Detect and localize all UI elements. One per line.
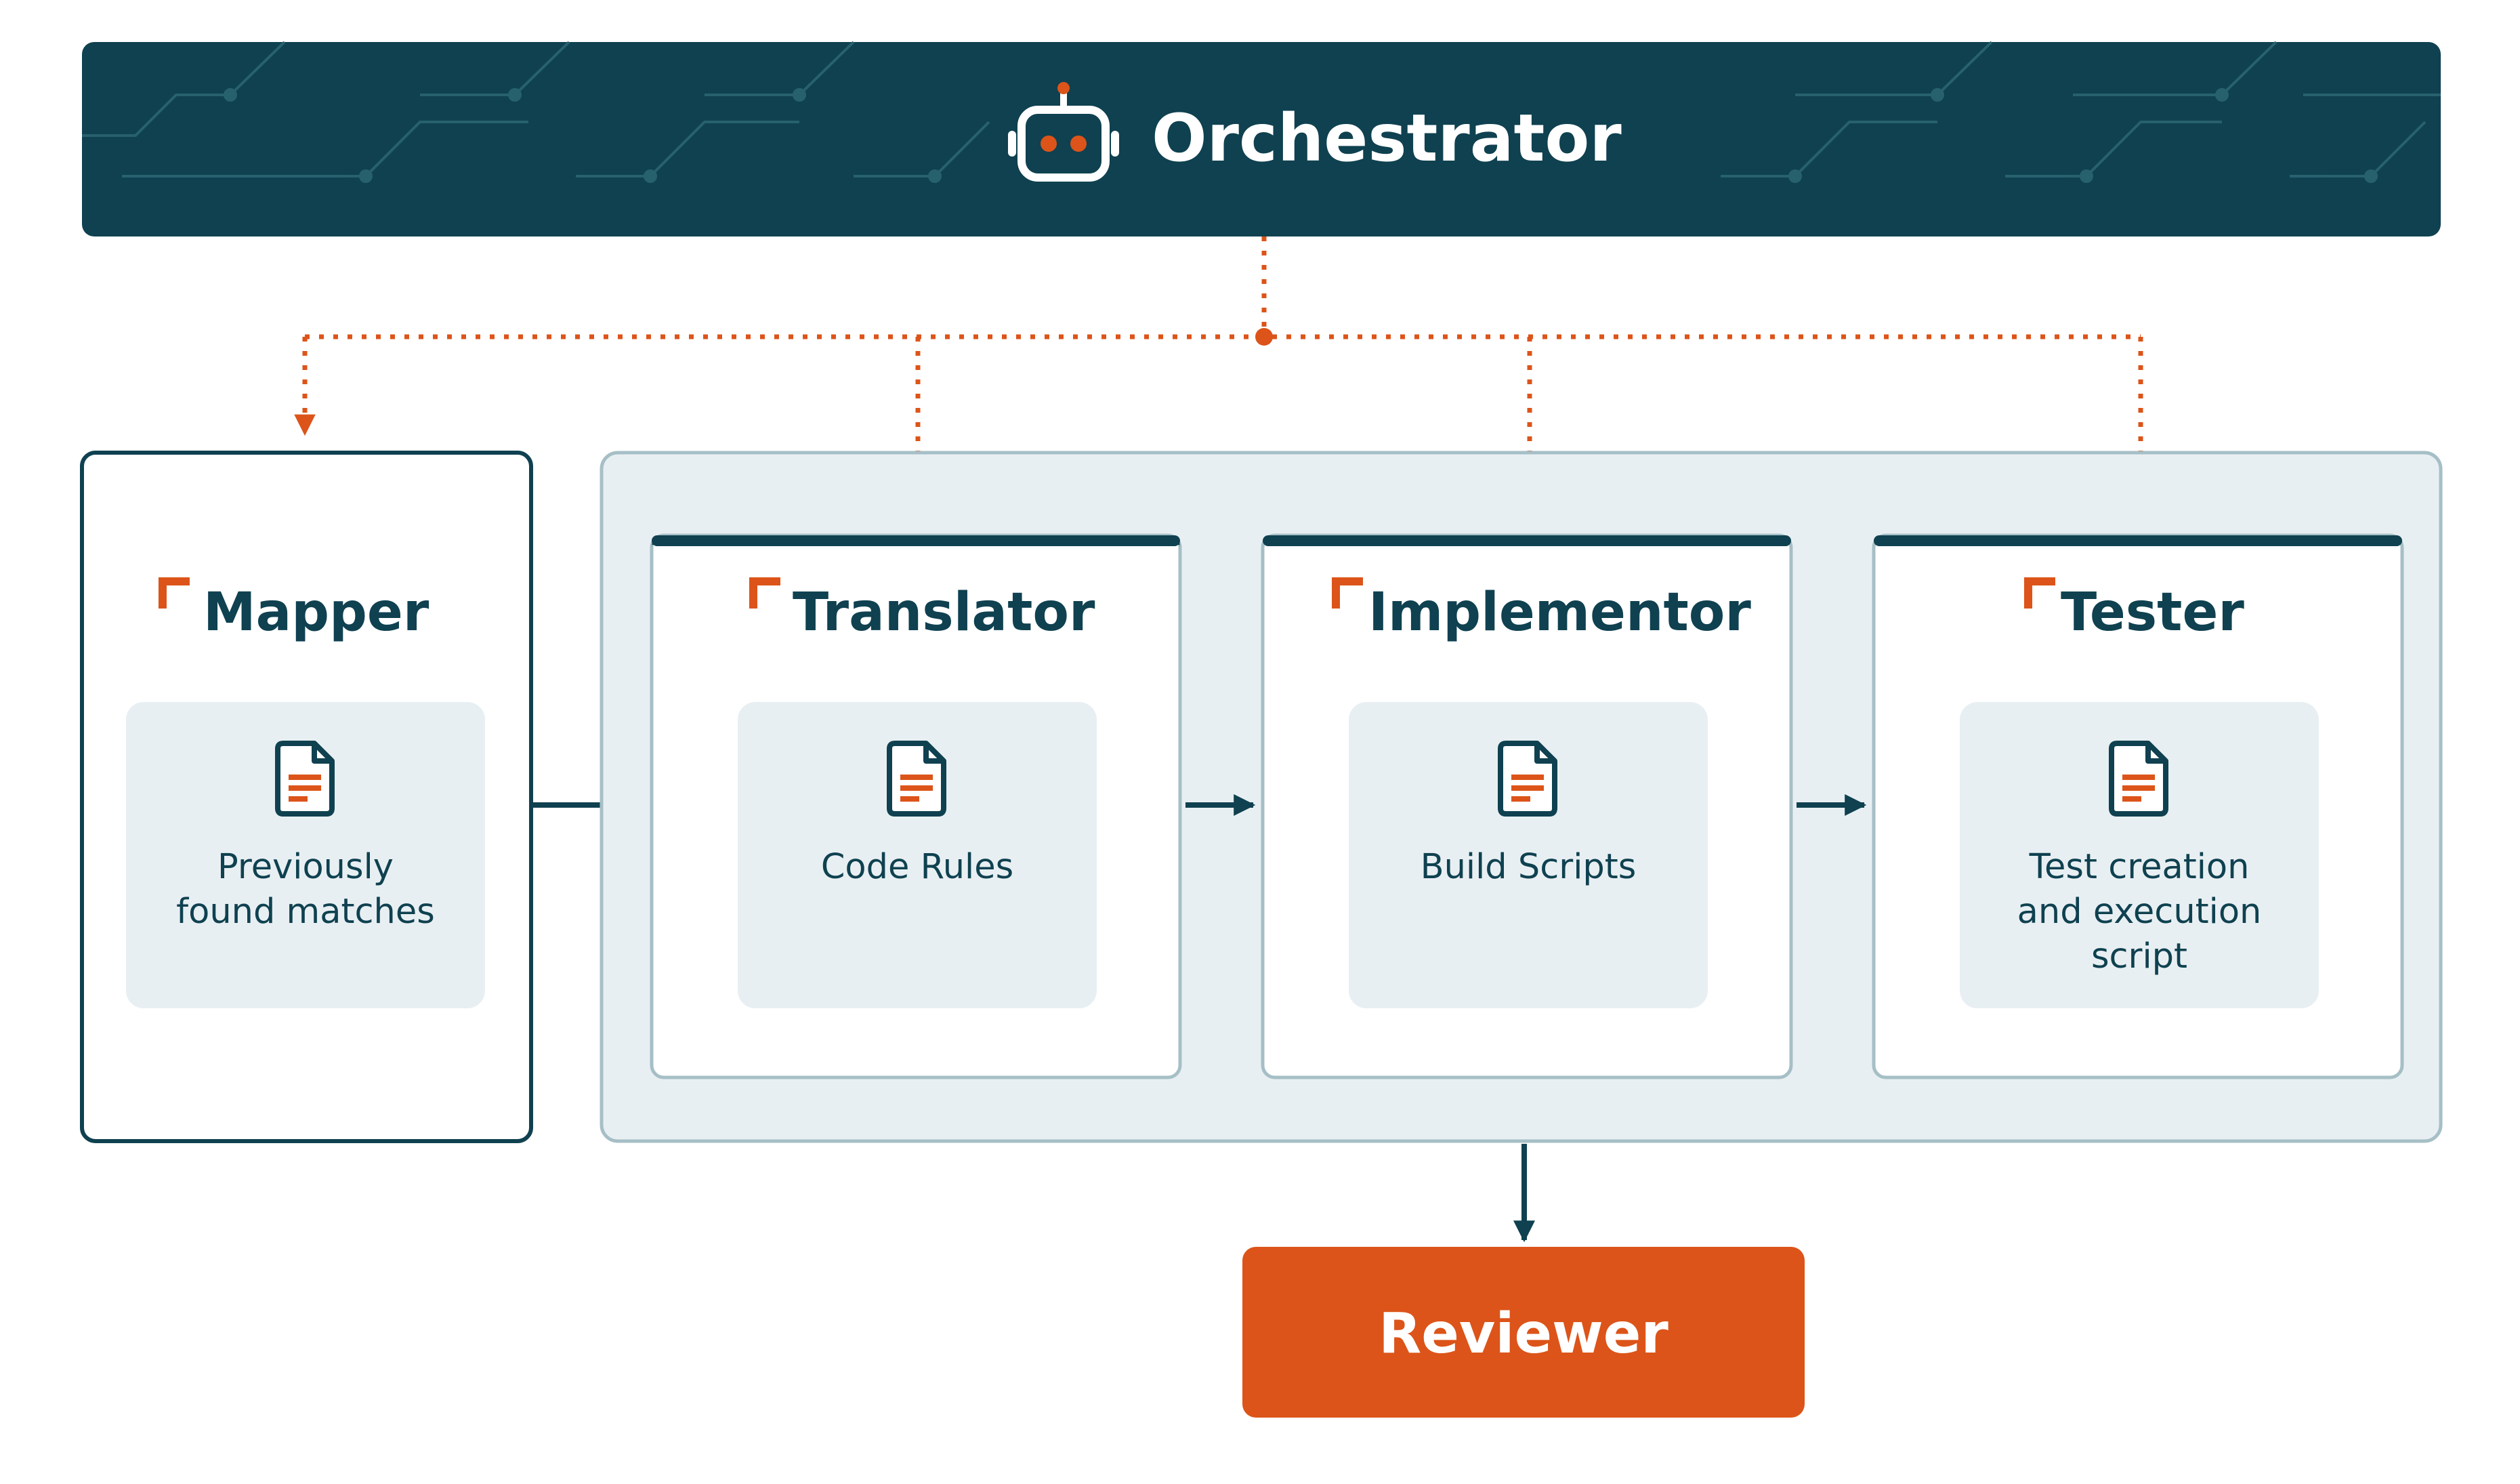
reviewer-label: Reviewer [1379, 1302, 1668, 1366]
translator-doc-line-1: Code Rules [821, 847, 1013, 887]
implementor-doc-line-1: Build Scripts [1421, 847, 1637, 887]
document-icon [1498, 741, 1557, 817]
mapper-doc-line-1: Previously [217, 847, 394, 887]
implementor-title: Implementor [1368, 582, 1751, 643]
tester-doc-panel [1960, 702, 2319, 1008]
translator-title: Translator [793, 582, 1095, 643]
junction-dot [1255, 328, 1273, 346]
tester-doc-line-3: script [2091, 936, 2187, 976]
corner-mark-icon [2024, 577, 2055, 609]
translator-doc-panel [738, 702, 1097, 1008]
tester-title: Tester [2061, 582, 2244, 643]
tester-doc-line-1: Test creation [2029, 847, 2250, 887]
translator-card: Translator Code Rules [650, 533, 1182, 1079]
mapper-card: Mapper Previously found matches [80, 451, 533, 1143]
corner-mark-icon [1332, 577, 1363, 609]
implementor-card: Implementor Build Scripts [1261, 533, 1793, 1079]
orchestrator-label: Orchestrator [1152, 100, 1622, 176]
tester-card: Tester Test creation and execution scrip… [1872, 533, 2404, 1079]
orchestrator-connectors [294, 236, 2151, 519]
corner-mark-icon [159, 577, 190, 609]
circuit-pattern [82, 41, 2441, 183]
mapper-doc-line-2: found matches [176, 892, 435, 932]
mapper-doc-panel [126, 702, 485, 1008]
reviewer-box: Reviewer [1242, 1247, 1805, 1418]
robot-icon [1008, 82, 1119, 182]
mapper-title: Mapper [203, 582, 429, 643]
tester-doc-line-2: and execution [2017, 892, 2262, 932]
implementor-doc-panel [1349, 702, 1708, 1008]
document-icon [887, 741, 946, 817]
document-icon [275, 741, 335, 817]
orchestrator-bar: Orchestrator [82, 41, 2441, 236]
document-icon [2109, 741, 2168, 817]
corner-mark-icon [749, 577, 780, 609]
